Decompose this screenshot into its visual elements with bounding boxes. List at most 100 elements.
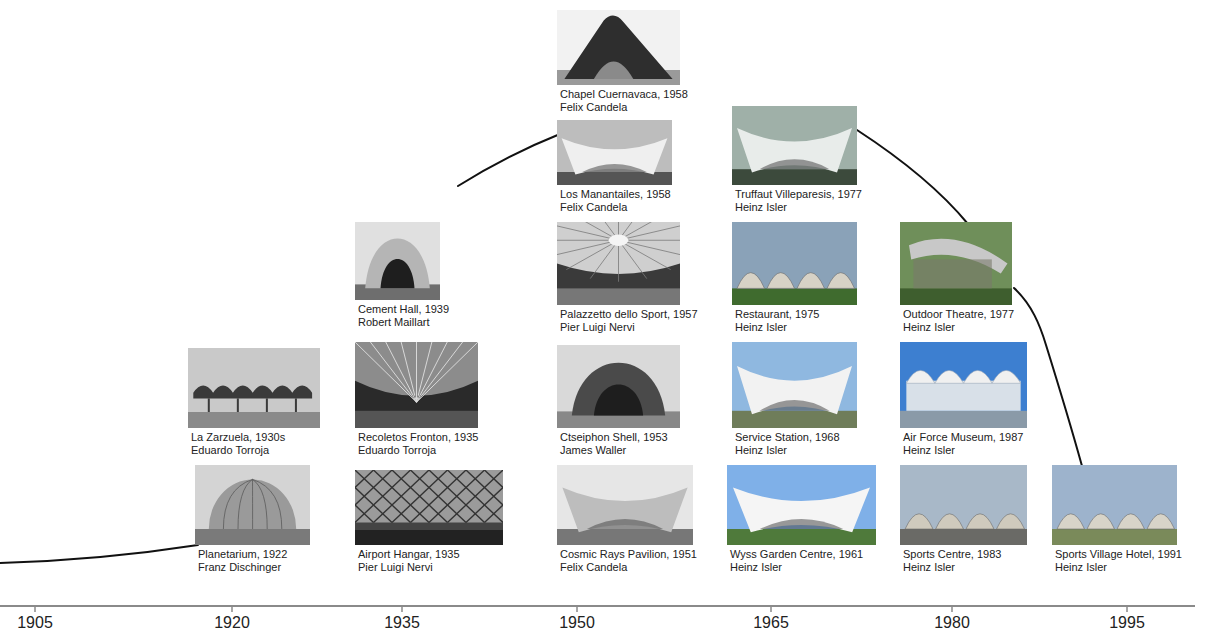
photo-detail xyxy=(485,470,504,523)
photo-detail xyxy=(913,259,991,288)
designer-name: Heinz Isler xyxy=(1052,561,1184,574)
designer-name: Felix Candela xyxy=(557,561,699,574)
structure-name: Palazzetto dello Sport, 1957 xyxy=(557,308,700,321)
photo-detail xyxy=(900,342,1027,428)
photo-detail xyxy=(485,470,504,523)
year-label: 1950 xyxy=(559,614,595,632)
axis-tick xyxy=(1126,606,1128,612)
designer-name: Pier Luigi Nervi xyxy=(355,561,505,574)
photo-illustration xyxy=(900,342,1027,428)
designer-name: James Waller xyxy=(557,444,682,457)
photo-detail xyxy=(732,288,857,305)
designer-name: Heinz Isler xyxy=(900,444,1029,457)
photo-detail xyxy=(562,138,668,174)
designer-name: Eduardo Torroja xyxy=(355,444,481,457)
photo-detail xyxy=(906,370,935,383)
photo-card: Cosmic Rays Pavilion, 1951Felix Candela xyxy=(557,465,699,574)
structure-name: Chapel Cuernavaca, 1958 xyxy=(557,88,690,101)
structure-name: Service Station, 1968 xyxy=(732,431,859,444)
structure-name: Wyss Garden Centre, 1961 xyxy=(727,548,878,561)
photo-detail xyxy=(732,342,857,428)
photo-detail xyxy=(1117,514,1145,529)
photo-illustration xyxy=(732,342,857,428)
photo-detail xyxy=(355,470,392,523)
photo-card: Air Force Museum, 1987Heinz Isler xyxy=(900,342,1029,457)
photo-detail xyxy=(966,514,994,529)
photo-detail xyxy=(737,366,852,414)
photo-card: Sports Centre, 1983Heinz Isler xyxy=(900,465,1029,574)
structure-name: Cement Hall, 1939 xyxy=(355,303,452,316)
photo-card: La Zarzuela, 1930sEduardo Torroja xyxy=(188,348,322,457)
photo-detail xyxy=(208,398,210,412)
photo-detail xyxy=(727,465,876,545)
photo-detail xyxy=(1052,529,1177,545)
year-label: 1905 xyxy=(17,614,53,632)
photo-detail xyxy=(900,222,1012,305)
designer-name: Heinz Isler xyxy=(732,201,864,214)
structure-name: Sports Centre, 1983 xyxy=(900,548,1029,561)
photo-detail xyxy=(417,342,463,402)
photo-detail xyxy=(355,411,478,428)
photo-card: Recoletos Fronton, 1935Eduardo Torroja xyxy=(355,342,481,457)
photo-detail xyxy=(188,412,320,428)
photo-detail xyxy=(732,411,857,428)
year-label: 1935 xyxy=(384,614,420,632)
photo-detail xyxy=(557,345,680,428)
timeline-axis xyxy=(0,605,1195,607)
photo-detail xyxy=(566,240,618,269)
photo-detail xyxy=(1057,514,1085,529)
designer-name: Heinz Isler xyxy=(900,561,1029,574)
photo-detail xyxy=(732,106,857,185)
photo-detail xyxy=(619,240,647,278)
photo-detail xyxy=(355,470,503,523)
photo-detail xyxy=(609,234,629,246)
photo-detail xyxy=(737,128,852,172)
structure-name: Planetarium, 1922 xyxy=(195,548,312,561)
photo-card: Cement Hall, 1939Robert Maillart xyxy=(355,222,452,329)
structure-name: La Zarzuela, 1930s xyxy=(188,431,322,444)
photo-detail xyxy=(900,465,1027,545)
axis-tick xyxy=(401,606,403,612)
photo-detail xyxy=(253,479,282,529)
designer-name: Heinz Isler xyxy=(732,321,859,334)
photo-detail xyxy=(466,470,503,523)
structure-name: Recoletos Fronton, 1935 xyxy=(355,431,481,444)
photo-detail xyxy=(557,240,619,256)
photo-detail xyxy=(295,398,297,412)
structure-name: Los Manantailes, 1958 xyxy=(557,188,674,201)
photo-detail xyxy=(618,240,619,282)
photo-detail xyxy=(557,529,693,545)
photo-detail xyxy=(594,61,633,79)
photo-card: Airport Hangar, 1935Pier Luigi Nervi xyxy=(355,470,505,574)
structure-name: Ctseiphon Shell, 1953 xyxy=(557,431,682,444)
photo-detail xyxy=(557,172,672,185)
curve-segment xyxy=(0,545,198,563)
photo-detail xyxy=(582,164,646,172)
photo-card: Service Station, 1968Heinz Isler xyxy=(732,342,859,457)
axis-ticks xyxy=(35,606,1127,612)
photo-detail xyxy=(1052,465,1177,545)
axis-tick xyxy=(231,606,233,612)
photo-detail xyxy=(732,169,857,185)
photo-detail xyxy=(997,514,1025,529)
trend-curve xyxy=(0,130,1082,563)
photo-illustration xyxy=(355,222,440,300)
photo-detail xyxy=(619,240,681,256)
photo-detail xyxy=(827,273,855,289)
photo-detail xyxy=(557,10,680,85)
photo-detail xyxy=(760,519,843,529)
photo-detail xyxy=(417,342,479,402)
photo-detail xyxy=(195,529,310,545)
photo-detail xyxy=(732,222,857,305)
photo-illustration xyxy=(727,465,876,545)
photo-detail xyxy=(355,470,503,545)
year-label: 1995 xyxy=(1109,614,1145,632)
designer-name: Franz Dischinger xyxy=(195,561,312,574)
photo-detail xyxy=(906,381,1020,411)
photo-detail xyxy=(370,342,416,402)
structure-name: Outdoor Theatre, 1977 xyxy=(900,308,1017,321)
photo-detail xyxy=(905,514,933,529)
photo-detail xyxy=(466,470,503,523)
photo-detail xyxy=(386,342,417,402)
